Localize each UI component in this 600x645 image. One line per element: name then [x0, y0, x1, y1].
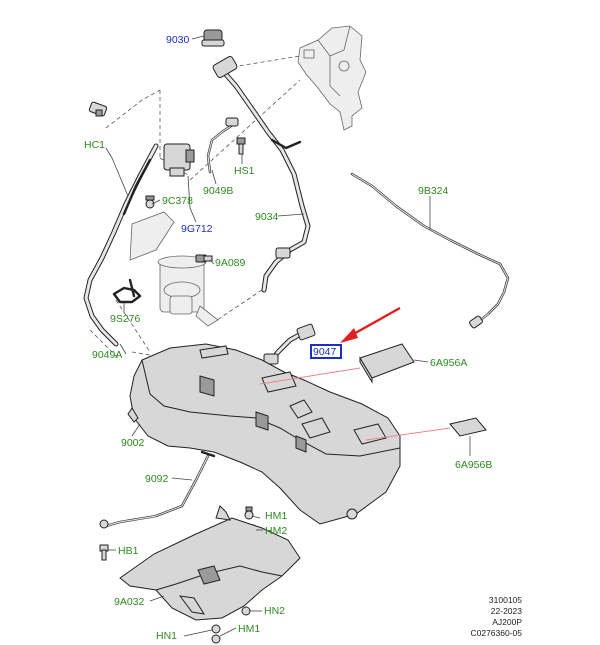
ref-line-2: 22-2023: [491, 606, 522, 616]
label-9a089: 9A089: [215, 257, 246, 269]
label-hs1: HS1: [234, 165, 255, 177]
part-labels: 9030 HC1 9C378 9G712 9049B HS1 9034 9B32…: [84, 34, 492, 642]
ref-line-3: AJ200P: [492, 617, 522, 627]
callout-arrow: [310, 306, 401, 359]
vent-hose-9049b: [206, 117, 239, 174]
label-9002: 9002: [121, 437, 145, 449]
filler-neck-pipe: [212, 56, 311, 293]
leader-lines: [105, 35, 471, 637]
label-9c378: 9C378: [162, 195, 193, 207]
fuel-line-9b324: [350, 172, 510, 329]
vapor-valve: [163, 143, 195, 177]
label-9030: 9030: [166, 34, 190, 46]
label-hm1-bottom: HM1: [238, 623, 260, 635]
clip-9c378: [145, 195, 155, 209]
hardware-bottom: [211, 606, 251, 644]
under-tank-shield-9a032: [119, 505, 301, 621]
sensor-9a089: [195, 254, 213, 263]
highlight-box-9047: [310, 344, 342, 359]
label-9034: 9034: [255, 211, 279, 223]
label-hn2: HN2: [264, 605, 285, 617]
evap-canister-ghost: [297, 25, 367, 131]
heat-shield-6a956a: [359, 343, 415, 384]
label-hc1: HC1: [84, 139, 105, 151]
label-9b324: 9B324: [418, 185, 449, 197]
label-9049a: 9049A: [92, 349, 122, 361]
diagram-reference: 3100105 22-2023 AJ200P C0276360-05: [470, 595, 522, 638]
label-6a956a: 6A956A: [430, 357, 467, 369]
feed-hose-9049a: [83, 143, 159, 347]
hc1-clip: [88, 101, 108, 117]
label-9g712: 9G712: [181, 223, 213, 235]
label-hm1-top: HM1: [265, 510, 287, 522]
label-9049b: 9049B: [203, 185, 233, 197]
fuel-pump-module: [129, 211, 219, 327]
label-hb1: HB1: [118, 545, 139, 557]
label-hn1: HN1: [156, 630, 177, 642]
bracket-9s276: [112, 278, 142, 304]
label-hm2: HM2: [265, 525, 287, 537]
label-9a032: 9A032: [114, 596, 145, 608]
hs1-screw: [236, 137, 246, 155]
filler-pipe-9047: [263, 323, 316, 365]
fuel-filler-cap: [201, 29, 225, 47]
label-9092: 9092: [145, 473, 169, 485]
tank-strap-9092: [104, 450, 216, 528]
label-9s276: 9S276: [110, 313, 141, 325]
fuel-tank: [127, 343, 401, 525]
ref-line-4: C0276360-05: [470, 628, 522, 638]
label-6a956b: 6A956B: [455, 459, 492, 471]
shield-guide-lines: [259, 367, 451, 441]
heat-shield-6a956b: [449, 417, 487, 437]
label-9047: 9047: [313, 346, 337, 358]
ref-line-1: 3100105: [489, 595, 522, 605]
